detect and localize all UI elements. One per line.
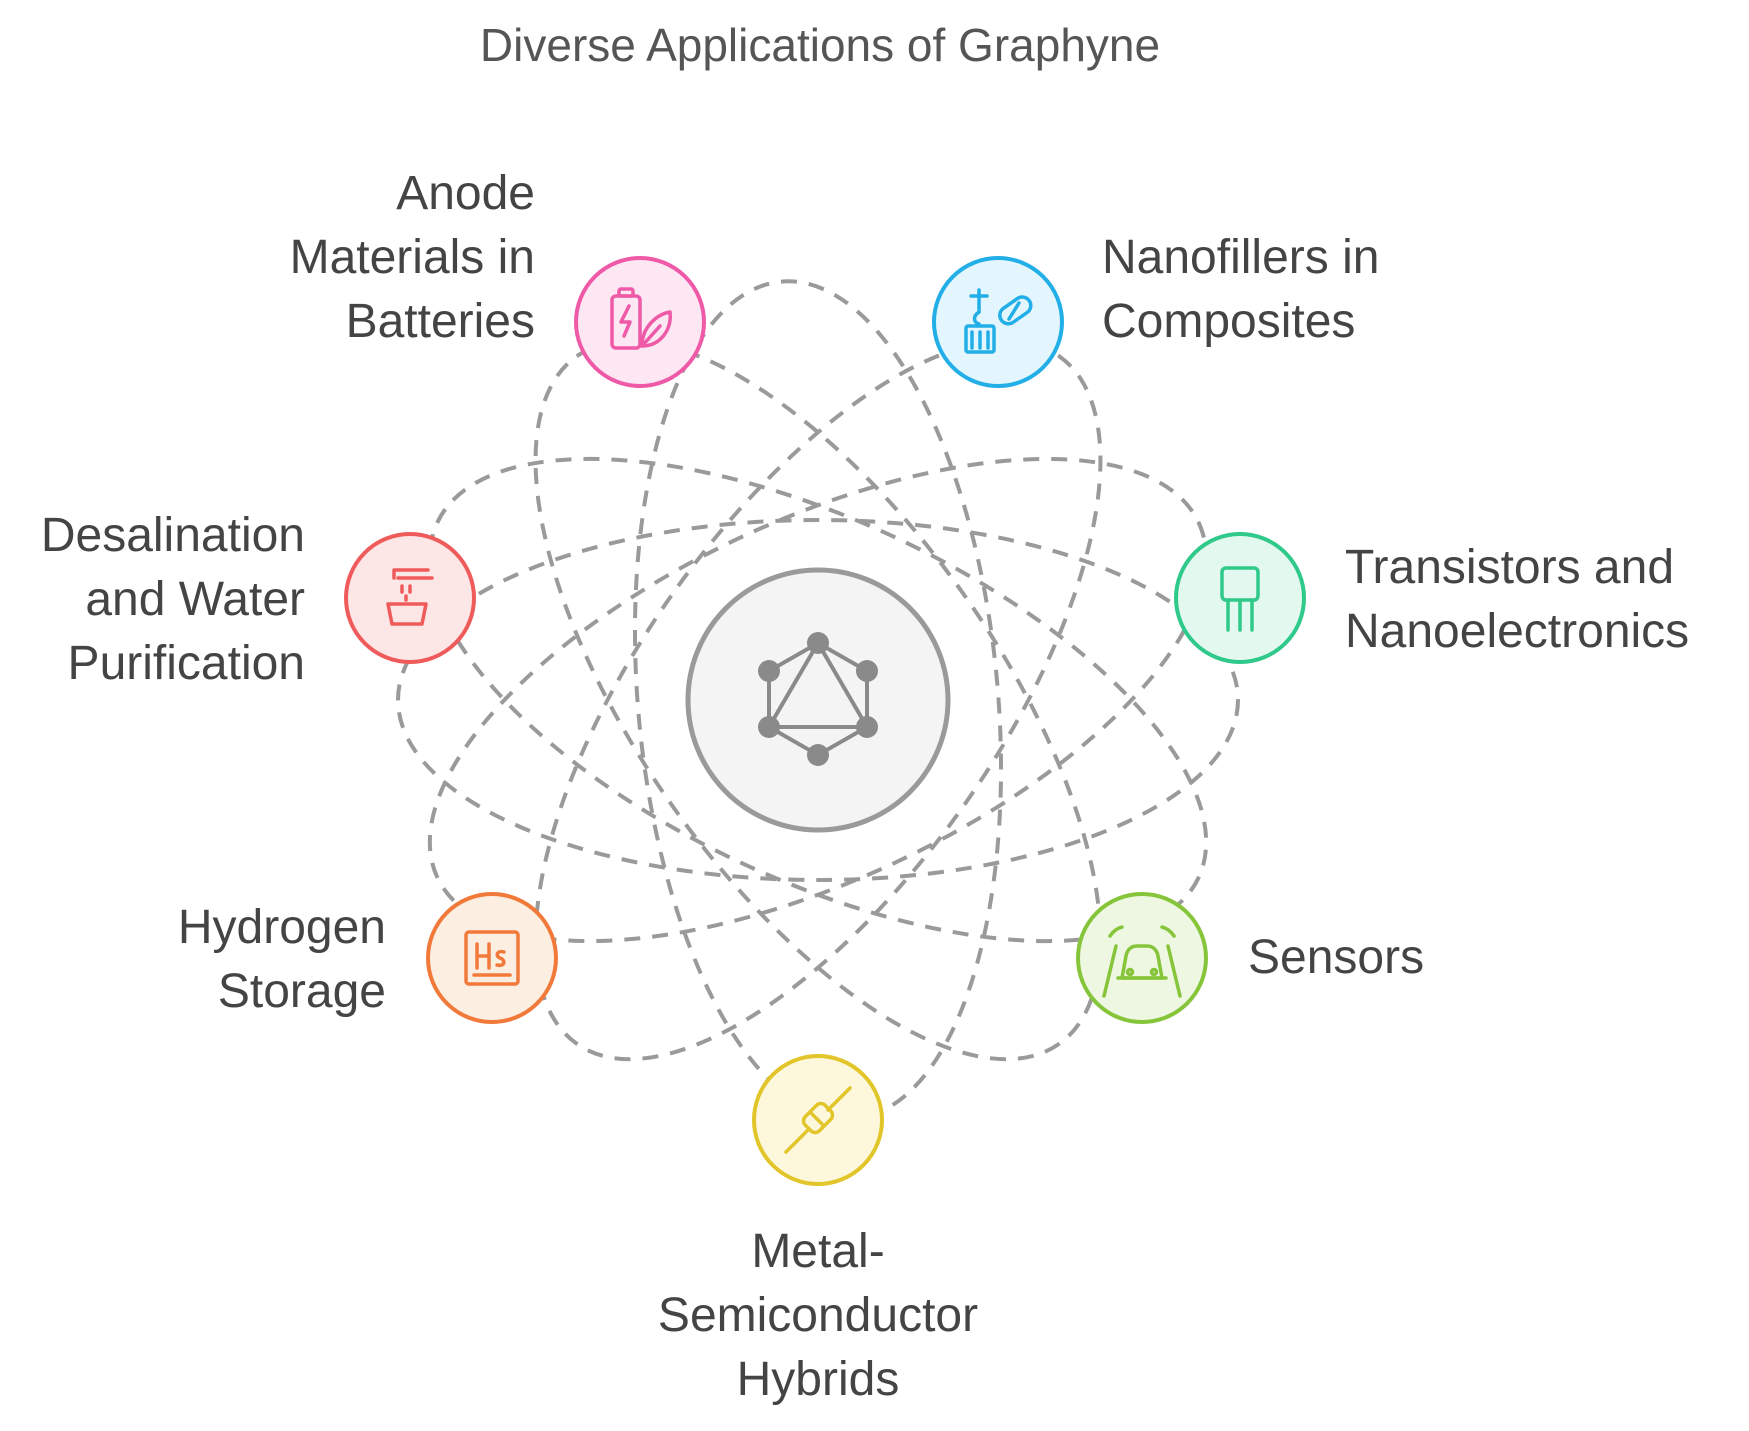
orbit-ellipse-1: [396, 518, 1240, 882]
orbit-ellipse-2: [427, 456, 1209, 944]
graphql-triangle-hexagon-icon: [758, 632, 878, 766]
diagram-title: Diverse Applications of Graphyne: [479, 19, 1161, 71]
faucet-basin-icon: [386, 568, 434, 626]
node-desalination: [344, 532, 476, 664]
label-line: Purification: [67, 637, 305, 690]
label-line: Transistors and: [1345, 541, 1675, 594]
label-line: Sensors: [1248, 931, 1425, 984]
label-line: Nanofillers in: [1102, 231, 1380, 284]
car-sensor-icon: [1102, 925, 1182, 998]
label-line: Hybrids: [736, 1353, 900, 1406]
node-metal-semiconductor: [752, 1054, 884, 1186]
battery-leaf-icon: [610, 287, 672, 350]
label-line: Composites: [1102, 295, 1356, 348]
transistor-icon: [1220, 566, 1260, 632]
label-line: Metal-: [751, 1225, 885, 1278]
node-sensors: [1076, 892, 1208, 1024]
label-line: Anode: [396, 167, 535, 220]
orbit-ellipse-4: [533, 338, 1103, 1062]
node-nanofillers: [932, 256, 1064, 388]
node-anode-materials: [574, 256, 706, 388]
label-line: Storage: [217, 965, 386, 1018]
label-line: Hydrogen: [177, 901, 386, 954]
label-anode-materials: Anode Materials in Batteries: [290, 162, 535, 354]
label-line: Materials in: [289, 231, 535, 284]
label-transistors: Transistors and Nanoelectronics: [1345, 536, 1689, 664]
label-line: Batteries: [345, 295, 535, 348]
label-metal-semiconductor: Metal- Semiconductor Hybrids: [568, 1220, 1068, 1412]
node-transistors: [1174, 532, 1306, 664]
label-line: and Water: [85, 573, 305, 626]
label-nanofillers: Nanofillers in Composites: [1102, 226, 1379, 354]
center-hub: [685, 567, 951, 833]
label-line: Nanoelectronics: [1345, 605, 1690, 658]
orbit-ellipse-5: [533, 338, 1103, 1062]
label-sensors: Sensors: [1248, 926, 1424, 990]
hydrogen-element-icon: [464, 930, 520, 986]
crane-capsule-icon: [964, 288, 1033, 354]
label-line: Semiconductor: [657, 1289, 979, 1342]
label-hydrogen-storage: Hydrogen Storage: [178, 896, 386, 1024]
label-line: Desalination: [40, 509, 305, 562]
connector-plug-icon: [784, 1086, 852, 1154]
node-hydrogen-storage: [426, 892, 558, 1024]
label-desalination: Desalination and Water Purification: [41, 504, 305, 696]
orbit-ellipse-3: [427, 456, 1209, 944]
